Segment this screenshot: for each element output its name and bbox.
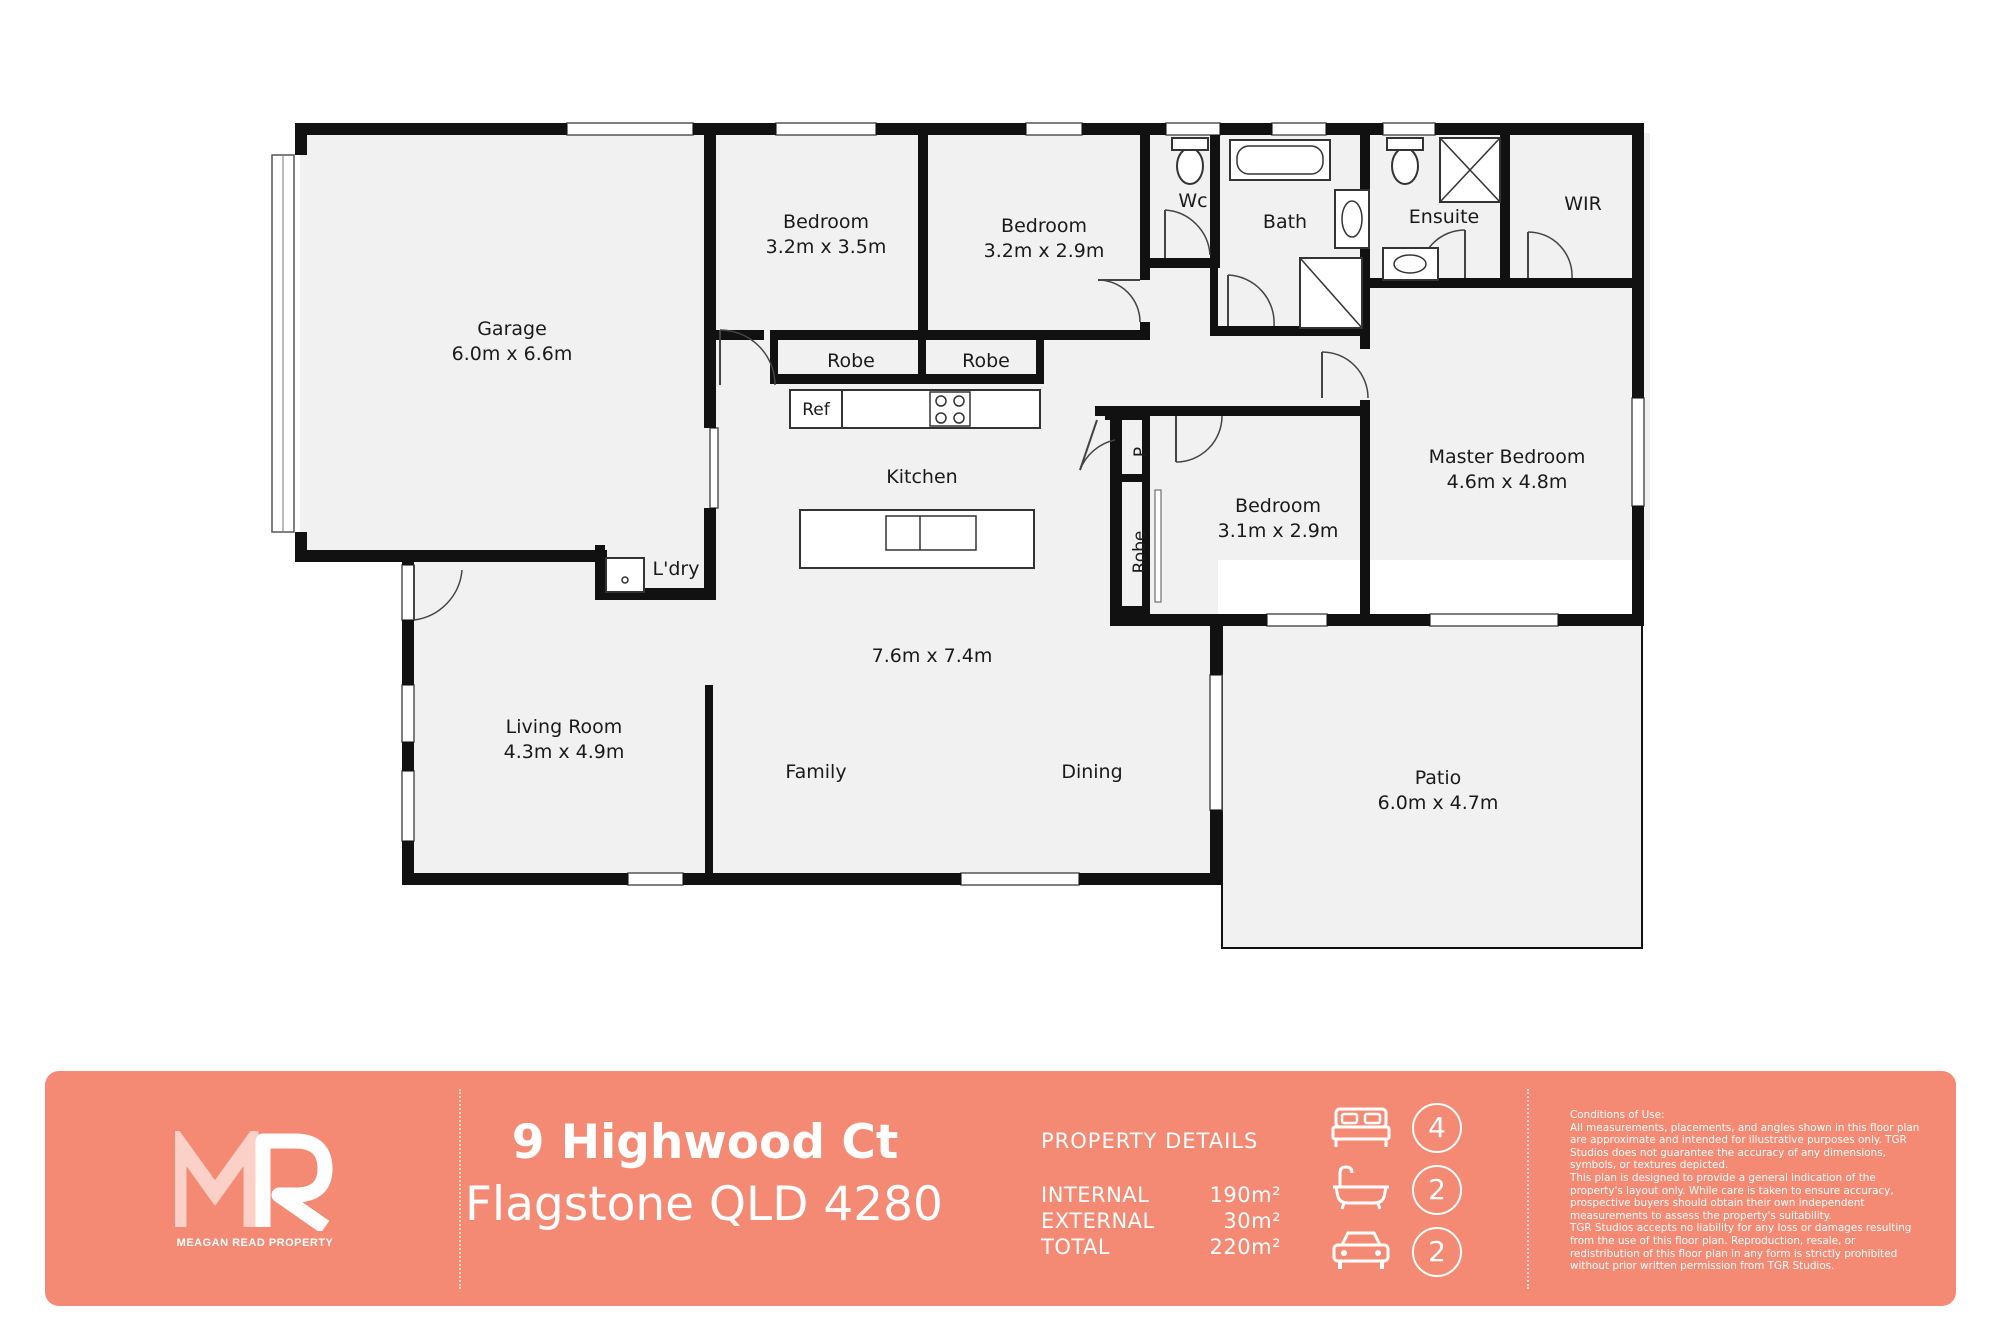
bedroom1-dims: 3.2m x 3.5m — [766, 236, 887, 258]
bedrooms-count: 4 — [1412, 1103, 1462, 1153]
garage-name: Garage — [477, 318, 547, 340]
bedroom2-dims: 3.2m x 2.9m — [984, 240, 1105, 262]
feature-parking: 2 — [1330, 1225, 1470, 1281]
bed-icon — [1331, 1107, 1391, 1147]
garage-dims: 6.0m x 6.6m — [452, 343, 573, 365]
address-line-1: 9 Highwood Ct — [511, 1115, 899, 1170]
floors — [300, 133, 1650, 949]
walls — [295, 123, 1644, 885]
bathrooms-count: 2 — [1412, 1165, 1462, 1215]
ensuite-name: Ensuite — [1409, 206, 1479, 228]
living-area-dims: 7.6m x 7.4m — [872, 645, 993, 667]
patio-name: Patio — [1415, 767, 1462, 789]
divider — [1527, 1089, 1529, 1289]
logo-text: MEAGAN READ PROPERTY — [176, 1237, 334, 1249]
ref-fixture — [789, 389, 843, 429]
patio-area — [1221, 624, 1643, 949]
wir-name: WIR — [1564, 193, 1602, 215]
sink-icon — [885, 515, 977, 551]
room-labels: Garage 6.0m x 6.6m Bedroom 3.2m x 3.5m B… — [452, 190, 1602, 814]
agency-logo: MEAGAN READ PROPERTY — [175, 1131, 335, 1281]
bedroom2-name: Bedroom — [1001, 215, 1087, 237]
parking-count: 2 — [1412, 1227, 1462, 1277]
bath-icon — [1333, 1165, 1389, 1210]
master-name: Master Bedroom — [1429, 446, 1586, 468]
laundry-name: L'dry — [653, 558, 700, 580]
kitchen-name: Kitchen — [886, 466, 957, 488]
property-details-title: PROPERTY DETAILS — [1041, 1129, 1259, 1153]
robe2-name: Robe — [962, 350, 1010, 372]
fixtures — [605, 137, 1501, 593]
property-banner: MEAGAN READ PROPERTY 9 Highwood Ct Flags… — [45, 1071, 1956, 1306]
car-icon — [1332, 1231, 1390, 1269]
dining-name: Dining — [1061, 761, 1122, 783]
doors — [413, 209, 1573, 621]
toilet-icon — [1176, 147, 1204, 185]
robe1-name: Robe — [827, 350, 875, 372]
bedroom3-dims: 3.1m x 2.9m — [1218, 520, 1339, 542]
laundry-tub — [605, 557, 645, 593]
pantry-name: P — [1131, 447, 1151, 457]
address-line-2: Flagstone QLD 4280 — [465, 1177, 943, 1232]
bedroom1-name: Bedroom — [783, 211, 869, 233]
feature-bedrooms: 4 — [1330, 1101, 1470, 1157]
master-dims: 4.6m x 4.8m — [1447, 471, 1568, 493]
living-room-name: Living Room — [506, 716, 623, 738]
feature-bathrooms: 2 — [1330, 1163, 1470, 1219]
ref-name: Ref — [802, 400, 831, 420]
kitchen-island — [799, 509, 1035, 569]
wc-name: Wc — [1178, 190, 1207, 212]
patio-dims: 6.0m x 4.7m — [1378, 792, 1499, 814]
divider — [459, 1089, 461, 1289]
conditions-of-use: Conditions of Use: All measurements, pla… — [1570, 1109, 1920, 1273]
bedroom3-name: Bedroom — [1235, 495, 1321, 517]
robe3-name: Robe — [1130, 531, 1150, 574]
windows — [271, 122, 1645, 886]
family-name: Family — [785, 761, 846, 783]
cooktop-icon — [929, 391, 971, 427]
mr-logo-icon — [175, 1131, 333, 1231]
bath-name: Bath — [1263, 211, 1307, 233]
living-room-dims: 4.3m x 4.9m — [504, 741, 625, 763]
